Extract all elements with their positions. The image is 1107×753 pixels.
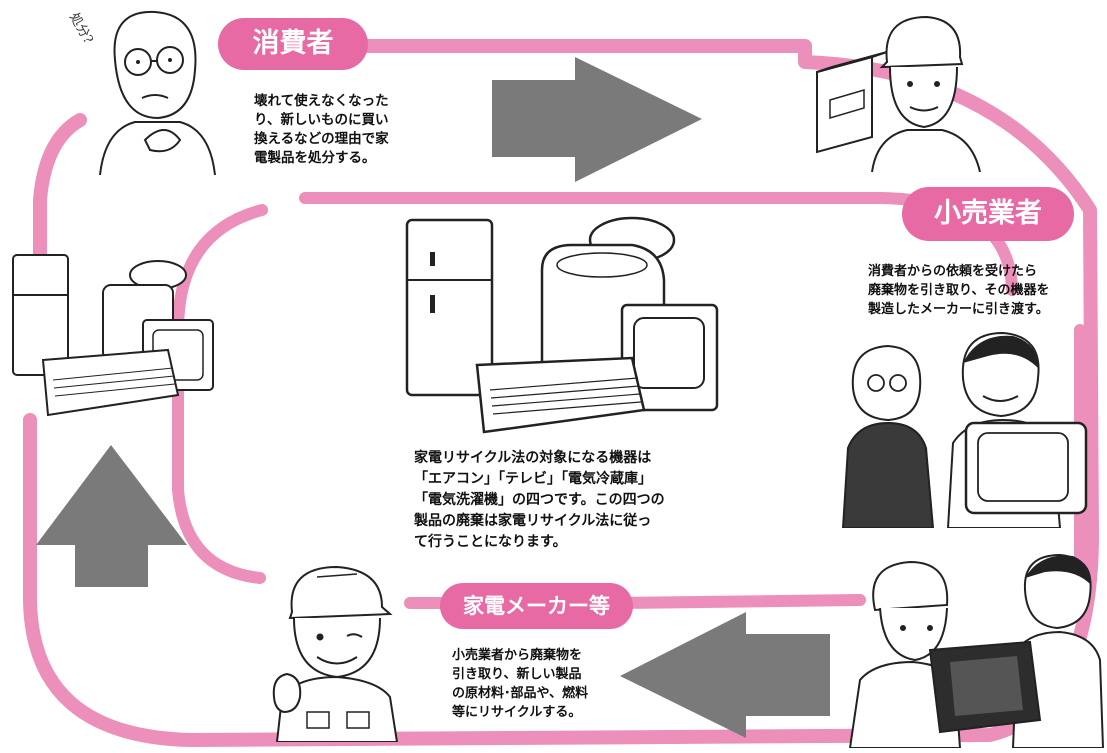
badge-consumer: 消費者 — [218, 18, 368, 70]
maker-description: 小売業者から廃棄物を 引き取り、新しい製品 の原材料･部品や、燃料 等にリサイク… — [452, 648, 589, 720]
retailer-description: 消費者からの依頼を受けたら 廃棄物を引き取り、その機器を 製造したメーカーに引き… — [868, 264, 1050, 317]
retailer-person-icon — [816, 15, 981, 172]
consumer-person-icon — [99, 10, 216, 175]
center-description: 家電リサイクル法の対象になる機器は 「エアコン」「テレビ」「電気冷蔵庫」 「電気… — [414, 450, 665, 550]
outer-loop-left-top — [33, 113, 87, 337]
arrow-up-icon — [36, 445, 187, 587]
appliances-center-icon — [405, 216, 719, 434]
tv-carry-icon — [848, 553, 1105, 748]
consumer-description: 壊れて使えなくなった り、新しいものに買い 換えるなどの理由で家 電製品を処分す… — [254, 93, 389, 166]
badge-retailer: 小売業者 — [902, 187, 1074, 241]
arrow-right-icon — [492, 57, 702, 182]
arrow-left-icon — [620, 612, 830, 738]
appliances-left-icon — [12, 254, 214, 417]
maker-worker-icon — [272, 565, 399, 742]
badge-maker: 家電メーカー等 — [440, 583, 633, 629]
customer-handover-icon — [841, 331, 1088, 528]
